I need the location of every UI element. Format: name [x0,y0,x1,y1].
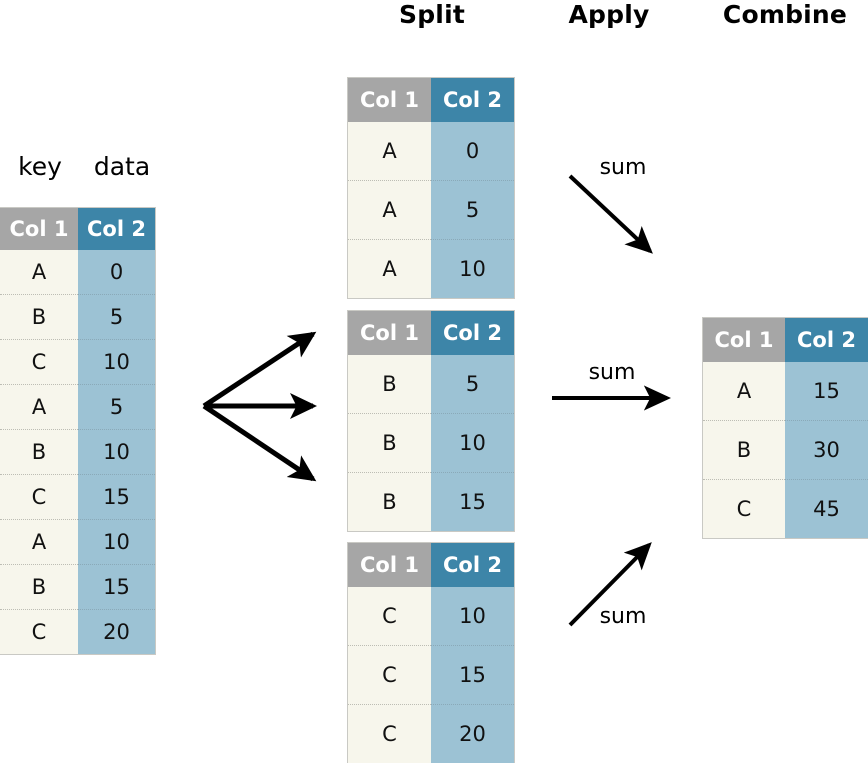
cell-value: 15 [431,473,514,532]
table-header-row: Col 1 Col 2 [348,311,514,355]
table-header-row: Col 1 Col 2 [0,208,155,250]
table-header-row: Col 1 Col 2 [703,318,868,362]
cell-key: B [0,565,78,610]
cell-value: 20 [78,610,155,655]
cell-key: B [703,421,785,480]
cell-value: 45 [785,480,868,539]
cell-value: 10 [78,430,155,475]
header-col-2: Col 2 [78,208,155,250]
header-col-2: Col 2 [431,78,514,122]
cell-value: 5 [431,355,514,414]
stage-label-apply: Apply [568,0,649,29]
header-col-1: Col 1 [348,543,431,587]
cell-value: 15 [785,362,868,421]
cell-value: 10 [78,340,155,385]
cell-key: C [0,340,78,385]
cell-key: C [0,475,78,520]
header-col-2: Col 2 [431,543,514,587]
split-arrow-down [204,406,313,479]
header-col-1: Col 1 [348,78,431,122]
cell-key: A [348,181,431,240]
apply-label-bottom: sum [600,604,647,629]
cell-key: C [0,610,78,655]
table-header-row: Col 1 Col 2 [348,78,514,122]
table-header-row: Col 1 Col 2 [348,543,514,587]
cell-key: B [0,430,78,475]
cell-key: C [348,587,431,646]
cell-key: A [703,362,785,421]
cell-key: C [348,705,431,763]
cell-value: 30 [785,421,868,480]
cell-value: 20 [431,705,514,763]
cell-value: 5 [78,385,155,430]
cell-key: A [348,240,431,299]
header-col-2: Col 2 [785,318,868,362]
cell-key: A [0,520,78,565]
cell-key: C [703,480,785,539]
cell-key: B [0,295,78,340]
split-arrow-up [204,334,313,406]
caption-data: data [94,152,150,181]
cell-key: B [348,414,431,473]
header-col-1: Col 1 [348,311,431,355]
header-col-1: Col 1 [0,208,78,250]
cell-key: A [0,250,78,295]
cell-value: 10 [431,240,514,299]
apply-label-top: sum [600,155,647,180]
header-col-2: Col 2 [431,311,514,355]
cell-value: 15 [78,565,155,610]
cell-key: C [348,646,431,705]
cell-value: 10 [431,587,514,646]
apply-label-middle: sum [589,360,636,385]
cell-key: B [348,355,431,414]
cell-value: 10 [78,520,155,565]
cell-value: 5 [78,295,155,340]
caption-key: key [18,152,62,181]
stage-label-split: Split [399,0,465,29]
cell-key: A [0,385,78,430]
cell-value: 15 [78,475,155,520]
cell-value: 5 [431,181,514,240]
cell-key: A [348,122,431,181]
apply-arrow-top [570,176,650,251]
header-col-1: Col 1 [703,318,785,362]
diagram-canvas: Split Apply Combine key data Col 1 Col 2… [0,0,868,722]
cell-value: 0 [78,250,155,295]
cell-key: B [348,473,431,532]
cell-value: 0 [431,122,514,181]
cell-value: 10 [431,414,514,473]
stage-label-combine: Combine [723,0,847,29]
cell-value: 15 [431,646,514,705]
